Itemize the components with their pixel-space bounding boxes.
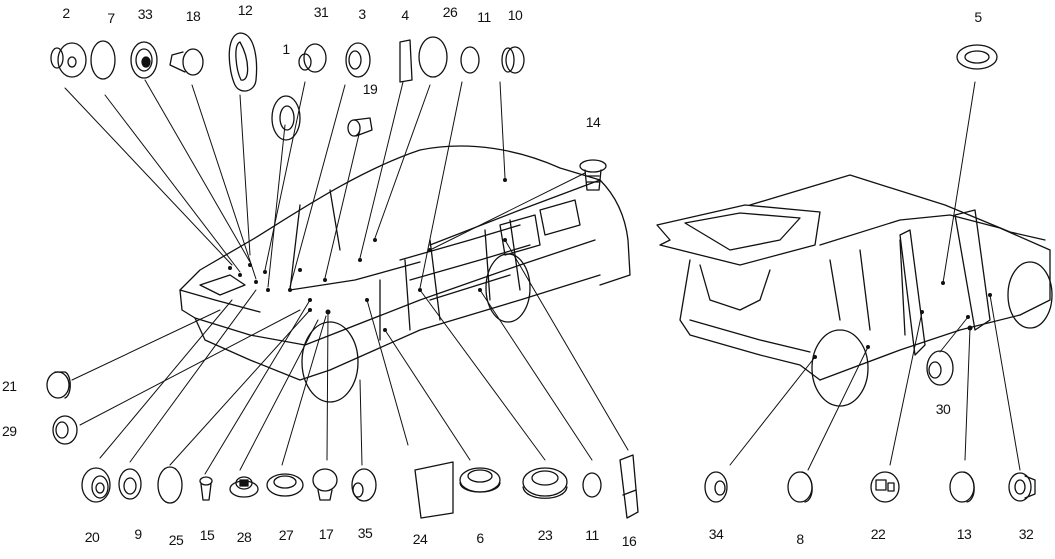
callout-label: 20 <box>84 529 100 545</box>
callout-label: 29 <box>2 423 17 439</box>
callout-label: 9 <box>134 526 142 542</box>
part-2-plug-icon <box>50 42 87 78</box>
part-19-plug-icon <box>347 117 373 137</box>
callout-label: 28 <box>236 529 252 545</box>
callout-label: 17 <box>318 526 334 542</box>
car-rear-view <box>656 174 1053 407</box>
callout-label: 11 <box>585 527 599 543</box>
callout-label: 34 <box>708 526 724 542</box>
part-22-clip-icon <box>870 471 900 503</box>
part-31-grommet-icon <box>298 43 327 73</box>
part-25-seal-icon <box>157 466 183 504</box>
part-20-grommet-icon <box>81 467 111 503</box>
part-15-clip-icon <box>199 476 213 501</box>
callout-label: 23 <box>537 527 553 543</box>
callout-label: 27 <box>278 527 294 543</box>
part-11b-seal-icon <box>582 472 602 498</box>
parts <box>46 32 1036 519</box>
part-7-seal-disc-icon <box>90 40 116 80</box>
callout-label: 2 <box>62 5 70 21</box>
part-34-grommet-icon <box>704 471 728 503</box>
part-28-grommet-icon <box>229 476 259 498</box>
callout-label: 5 <box>974 9 982 25</box>
callout-label: 8 <box>796 531 804 547</box>
part-32-grommet-icon <box>1008 472 1036 502</box>
callout-label: 33 <box>137 6 153 22</box>
callout-label: 35 <box>357 525 373 541</box>
callout-label: 3 <box>358 6 366 22</box>
callout-label: 14 <box>585 114 601 130</box>
part-33-grommet-icon <box>130 41 158 79</box>
callout-label: 12 <box>237 2 253 18</box>
callout-label: 4 <box>401 7 409 23</box>
part-8-cap-icon <box>787 471 813 503</box>
callout-label: 16 <box>621 533 637 549</box>
part-18-clip-icon <box>169 48 204 76</box>
part-1-grommet-icon <box>271 95 301 141</box>
part-4-tape-icon <box>399 39 413 83</box>
car-front-view <box>179 145 631 403</box>
part-17-plug-icon <box>312 468 338 501</box>
part-27-grommet-icon <box>266 473 304 497</box>
callout-label: 15 <box>199 527 215 543</box>
part-30-grommet-icon <box>926 350 954 386</box>
callout-label: 11 <box>477 9 491 25</box>
callout-label: 25 <box>168 532 184 548</box>
callout-label: 1 <box>282 41 290 57</box>
callout-label: 21 <box>2 378 17 394</box>
part-23-grommet-icon <box>522 467 568 499</box>
part-5-ring-grommet-icon <box>956 44 998 70</box>
callout-label: 32 <box>1018 526 1034 542</box>
part-21-cap-icon <box>46 371 71 399</box>
callout-label: 30 <box>935 401 951 417</box>
part-3-grommet-icon <box>345 42 371 78</box>
part-26-seal-icon <box>418 36 448 78</box>
callout-label: 19 <box>362 81 378 97</box>
part-29-grommet-icon <box>52 415 78 445</box>
part-6-grommet-icon <box>459 467 501 493</box>
part-14-push-clip-icon <box>579 159 607 191</box>
callout-label: 10 <box>507 7 523 23</box>
part-9-grommet-icon <box>118 468 142 500</box>
part-24-seal-sheet-icon <box>414 461 454 519</box>
callout-label: 24 <box>412 531 428 547</box>
part-16-tape-icon <box>619 454 639 519</box>
callout-label: 18 <box>185 8 201 24</box>
part-11-seal-icon <box>460 46 480 74</box>
leader-lines <box>64 79 1021 475</box>
part-10-plug-icon <box>501 46 525 74</box>
callout-label: 7 <box>107 10 115 26</box>
callout-label: 22 <box>870 526 886 542</box>
callout-label: 13 <box>956 526 972 542</box>
part-12-oval-grommet-icon <box>228 32 258 92</box>
callout-label: 6 <box>476 530 484 546</box>
part-35-grommet-icon <box>351 468 377 502</box>
callout-label: 26 <box>442 4 458 20</box>
callout-label: 31 <box>313 4 329 20</box>
part-13-cap-icon <box>949 471 975 503</box>
